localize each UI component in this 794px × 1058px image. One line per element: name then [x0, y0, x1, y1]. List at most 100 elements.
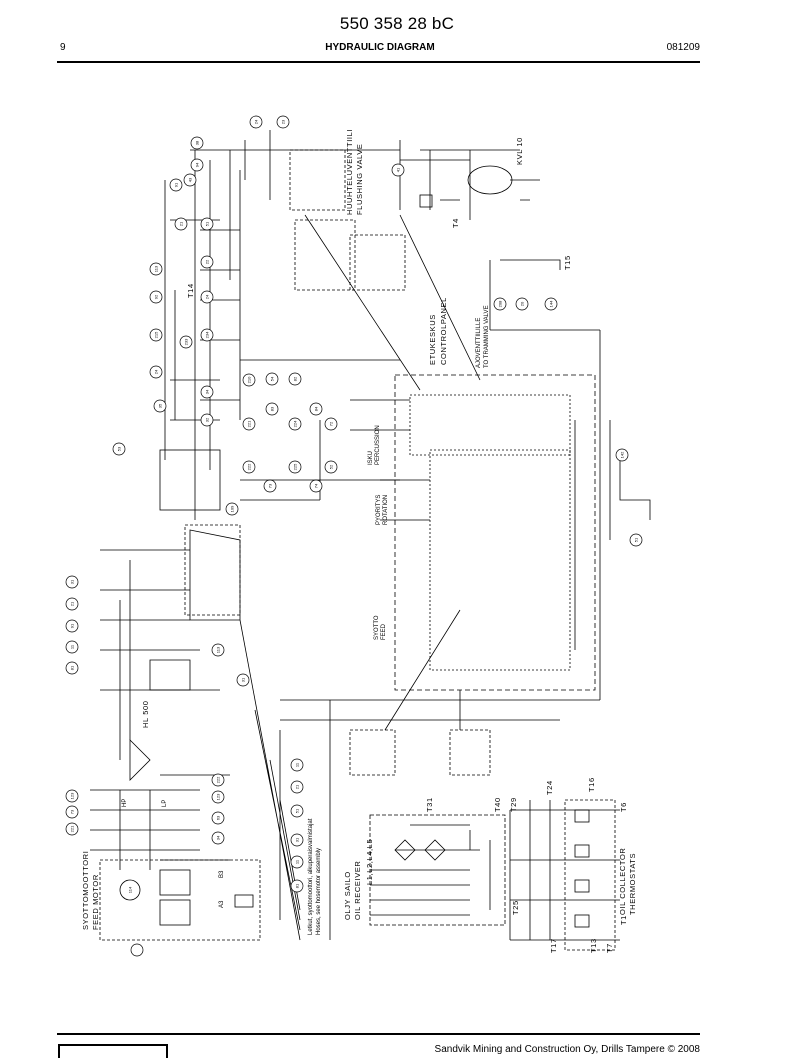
- svg-text:T15: T15: [563, 255, 572, 270]
- hose-bubble-label: 11: [70, 644, 75, 649]
- hose-bubble-label: 109: [230, 505, 235, 512]
- svg-text:HUUHTELUVENTTIILI: HUUHTELUVENTTIILI: [345, 129, 354, 215]
- hose-bubble-label: 32: [205, 417, 210, 422]
- hose-bubble-label: 31: [70, 579, 75, 584]
- hose-bubble-label: 123: [70, 792, 75, 799]
- svg-text:T1: T1: [619, 915, 628, 925]
- hose-bubble-label: 225: [293, 463, 298, 470]
- hose-bubble-label: 21: [179, 221, 184, 226]
- hose-bubble-label: 142: [620, 451, 625, 458]
- svg-text:FEED: FEED: [381, 623, 387, 640]
- svg-text:T14: T14: [186, 283, 195, 298]
- svg-text:ETUKESKUS: ETUKESKUS: [428, 314, 437, 365]
- hose-bubble-label: 21: [70, 601, 75, 606]
- hose-bubble-label: 81: [295, 883, 300, 888]
- hose-bubble-label: 144: [549, 300, 554, 307]
- svg-text:Letkut, syottomoottori, alkupe: Letkut, syottomoottori, alkuperaisvalmis…: [308, 818, 314, 935]
- svg-text:ROTATION: ROTATION: [383, 495, 389, 525]
- hose-bubble-label: 53: [117, 446, 122, 451]
- hose-bubble-label: 74: [314, 483, 319, 488]
- hose-bubble-label: 73: [70, 809, 75, 814]
- section-title: HYDRAULIC DIAGRAM: [325, 42, 435, 53]
- company-logo: [58, 1044, 168, 1058]
- svg-text:PERCUSSION: PERCUSSION: [375, 425, 381, 465]
- hose-bubble-label: 51: [205, 221, 210, 226]
- svg-text:HP: HP: [122, 799, 128, 807]
- svg-text:T25: T25: [511, 900, 520, 915]
- svg-text:T40: T40: [493, 797, 502, 812]
- hose-bubble-label: 222: [216, 776, 221, 783]
- hose-bubble-label: 24: [154, 369, 159, 374]
- hose-bubble-label: 224: [293, 420, 298, 427]
- hose-bubble-label: 114: [128, 886, 133, 893]
- hose-bubble-label: 234: [205, 331, 210, 338]
- page-header: 9 HYDRAULIC DIAGRAM 081209: [60, 42, 700, 56]
- svg-text:SYOTTOMOOTTORI: SYOTTOMOOTTORI: [81, 851, 90, 930]
- hose-bubble-label: 21: [295, 784, 300, 789]
- hose-bubble-label: 51: [634, 537, 639, 542]
- svg-text:FLUSHING VALVE: FLUSHING VALVE: [355, 144, 364, 215]
- hose-bubble-label: 233: [184, 338, 189, 345]
- hose-bubble-label: 51: [295, 808, 300, 813]
- svg-text:T4: T4: [451, 218, 460, 228]
- hose-bubble-label: 113: [154, 265, 159, 272]
- svg-text:AJOVENTTIILILLE: AJOVENTTIILILLE: [476, 318, 482, 368]
- hose-bubble-label: 20: [520, 301, 525, 306]
- svg-text:T16: T16: [587, 777, 596, 792]
- svg-text:SYOTTO: SYOTTO: [374, 615, 380, 640]
- hose-bubble-label: 31: [295, 837, 300, 842]
- svg-text:A3: A3: [219, 900, 225, 908]
- hose-bubble-label: 22: [205, 259, 210, 264]
- hose-bubble-label: 43: [188, 177, 193, 182]
- svg-text:OIL COLLECTOR: OIL COLLECTOR: [618, 848, 627, 915]
- svg-text:OLJY SAILO: OLJY SAILO: [343, 871, 352, 920]
- header-rule: [57, 61, 700, 63]
- document-number: 550 358 28 bC: [339, 14, 455, 33]
- svg-text:T17: T17: [549, 938, 558, 953]
- hose-bubble-label: 222: [247, 463, 252, 470]
- date-code: 081209: [666, 42, 700, 53]
- svg-text:KVL 10: KVL 10: [515, 137, 524, 165]
- svg-text:T24: T24: [545, 780, 554, 795]
- hose-bubble-label: 92: [154, 294, 159, 299]
- svg-text:B3: B3: [219, 870, 225, 878]
- hose-bubble-label: 123: [216, 793, 221, 800]
- svg-text:FEED MOTOR: FEED MOTOR: [91, 874, 100, 930]
- hose-bubble-label: 215: [154, 331, 159, 338]
- hose-bubble-label: 34: [205, 389, 210, 394]
- hose-bubble-label: 91: [174, 182, 179, 187]
- footer-rule: [57, 1033, 700, 1035]
- hose-bubble-label: 24: [254, 119, 259, 124]
- svg-text:Hoses, see hosemotor assembly: Hoses, see hosemotor assembly: [316, 848, 322, 935]
- hose-bubble-label: 83: [270, 406, 275, 411]
- svg-text:T7: T7: [605, 943, 614, 953]
- hose-bubble-label: 11: [295, 859, 300, 864]
- hose-bubble-label: 34: [216, 835, 221, 840]
- svg-text:LP: LP: [162, 800, 168, 807]
- hose-bubble-label: 81: [70, 665, 75, 670]
- hose-bubble-label: 72: [329, 421, 334, 426]
- hose-bubble-label: 208: [498, 300, 503, 307]
- hose-bubble-label: 221: [247, 420, 252, 427]
- svg-text:T29: T29: [509, 797, 518, 812]
- hose-bubble-label: 63: [216, 815, 221, 820]
- svg-text:OIL RECEIVER: OIL RECEIVER: [353, 861, 362, 920]
- hose-bubble-label: 52: [329, 464, 334, 469]
- hose-bubble-label: 31: [241, 677, 246, 682]
- hose-bubble-label: 113: [216, 646, 221, 653]
- svg-text:T13: T13: [589, 938, 598, 953]
- svg-text:TO TRAMMING VALVE: TO TRAMMING VALVE: [484, 305, 490, 368]
- svg-text:L1,L2,L4,L5: L1,L2,L4,L5: [365, 839, 374, 885]
- hose-bubble-label: 73: [268, 483, 273, 488]
- svg-text:PYORITYS: PYORITYS: [376, 495, 382, 525]
- hose-bubble-label: 23: [281, 119, 286, 124]
- hose-bubble-label: 38: [195, 140, 200, 145]
- hose-bubble-label: 24: [205, 294, 210, 299]
- hose-bubble-label: 54: [270, 376, 275, 381]
- copyright-text: Sandvik Mining and Construction Oy, Dril…: [434, 1044, 700, 1055]
- hose-bubble-label: 35: [158, 403, 163, 408]
- svg-text:T31: T31: [425, 797, 434, 812]
- svg-text:THERMOSTATS: THERMOSTATS: [628, 853, 637, 915]
- hose-bubble-label: 82: [293, 376, 298, 381]
